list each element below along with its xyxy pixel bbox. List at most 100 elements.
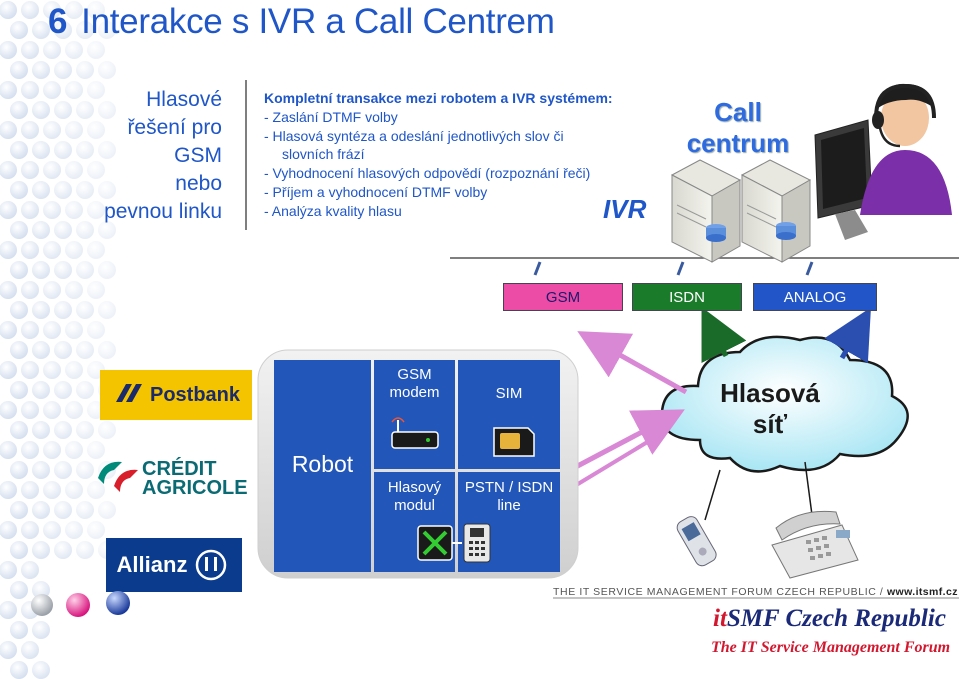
decorative-dot [65, 321, 83, 339]
decorative-dot [10, 421, 28, 439]
itsmf-logo: itSMF Czech Republic [713, 605, 946, 633]
decorative-dot [21, 561, 39, 579]
decorative-dot [54, 181, 72, 199]
itsmf-logo-text: SMF Czech Republic [726, 605, 946, 632]
cloud-label-line: síť [752, 409, 788, 439]
decorative-dot [43, 361, 61, 379]
footer-tagline: THE IT SERVICE MANAGEMENT FORUM CZECH RE… [553, 586, 958, 598]
decorative-dot [54, 501, 72, 519]
credit-agricole-logo-line: AGRICOLE [142, 477, 248, 499]
footer-tagline-text: THE IT SERVICE MANAGEMENT FORUM CZECH RE… [553, 586, 887, 598]
decorative-dot [0, 441, 17, 459]
footer-url[interactable]: www.itsmf.cz [886, 586, 958, 598]
decorative-dot [0, 81, 17, 99]
side-label: Hlasové řešení pro GSM nebo pevnou linku [60, 86, 222, 226]
decorative-dot [54, 541, 72, 559]
decorative-dot [54, 221, 72, 239]
side-label-line: pevnou linku [104, 200, 222, 223]
decorative-dot [76, 381, 94, 399]
decorative-dot [65, 81, 83, 99]
gsm-modem-label: GSM modem [374, 366, 455, 402]
decorative-dot [76, 421, 94, 439]
decorative-dot [0, 561, 17, 579]
decorative-dot [76, 101, 94, 119]
decorative-dot [98, 301, 116, 319]
itsmf-logo-it: it [713, 605, 727, 632]
decorative-dot [43, 81, 61, 99]
decorative-dot [54, 461, 72, 479]
call-agent-icon [860, 83, 952, 215]
decorative-dot [43, 41, 61, 59]
decorative-dot [21, 321, 39, 339]
sim-card-icon [493, 427, 535, 457]
pstn-line-label: PSTN / ISDN line [458, 479, 560, 515]
decorative-dot [32, 21, 50, 39]
decorative-dot [21, 81, 39, 99]
description-item: - Analýza kvality hlasu [264, 202, 402, 219]
decorative-dot [65, 241, 83, 259]
decorative-dot [21, 201, 39, 219]
ivr-server-icon [670, 159, 742, 263]
decorative-dot [65, 481, 83, 499]
decorative-dot [10, 581, 28, 599]
decorative-dot [0, 481, 17, 499]
decorative-dot [43, 201, 61, 219]
pstn-line-label-line: line [497, 497, 521, 514]
decorative-dot [65, 441, 83, 459]
side-divider [245, 80, 247, 230]
decorative-dot [0, 401, 17, 419]
decorative-dot [87, 121, 105, 139]
mobile-phone-icon [676, 516, 717, 567]
voice-module-label-line: modul [394, 497, 435, 514]
decorative-dot [32, 461, 50, 479]
decorative-dot [76, 61, 94, 79]
decorative-dot [21, 241, 39, 259]
decorative-dot [0, 241, 17, 259]
decorative-dot [10, 541, 28, 559]
decorative-dot [21, 521, 39, 539]
slide-title-text: Interakce s IVR a Call Centrem [81, 2, 555, 41]
decorative-dot [76, 21, 94, 39]
decorative-dot [10, 141, 28, 159]
decorative-dot [0, 121, 17, 139]
decorative-dot [54, 381, 72, 399]
decorative-dot [76, 181, 94, 199]
decorative-dot [43, 1, 61, 19]
decorative-dot [32, 381, 50, 399]
decorative-dot [43, 521, 61, 539]
decorative-dot [76, 501, 94, 519]
ivr-label: IVR [603, 194, 647, 224]
decorative-dot [76, 341, 94, 359]
decorative-dot [43, 241, 61, 259]
decorative-dot [21, 401, 39, 419]
decorative-dot [98, 181, 116, 199]
decorative-dot [98, 61, 116, 79]
decorative-dot [87, 321, 105, 339]
decorative-dot [54, 21, 72, 39]
decorative-dot [65, 1, 83, 19]
description-heading: Kompletní transakce mezi robotem a IVR s… [264, 90, 613, 106]
decorative-dot [65, 121, 83, 139]
decorative-dot [43, 161, 61, 179]
robot-device-frame [257, 349, 579, 579]
channel-analog: ANALOG [753, 283, 877, 311]
description-item: - Vyhodnocení hlasových odpovědí (rozpoz… [264, 165, 591, 182]
cloud-label-line: Hlasová [720, 378, 820, 408]
decorative-dot [76, 301, 94, 319]
decorative-dot [76, 221, 94, 239]
transaction-description: Kompletní transakce mezi robotem a IVR s… [264, 89, 674, 221]
slide-number: 6 [48, 2, 68, 41]
decorative-dot [0, 601, 17, 619]
decorative-dot [43, 401, 61, 419]
decorative-dot [65, 401, 83, 419]
call-centre-label: Call centrum [676, 97, 800, 159]
robot-label: Robot [291, 451, 354, 477]
decorative-dot [10, 461, 28, 479]
decorative-dot [21, 41, 39, 59]
decorative-dot [65, 41, 83, 59]
decorative-dot [10, 221, 28, 239]
voice-module-label-line: Hlasový [387, 479, 442, 496]
decorative-dot [87, 481, 105, 499]
voice-module-icon [417, 525, 462, 561]
decorative-dot [21, 481, 39, 499]
